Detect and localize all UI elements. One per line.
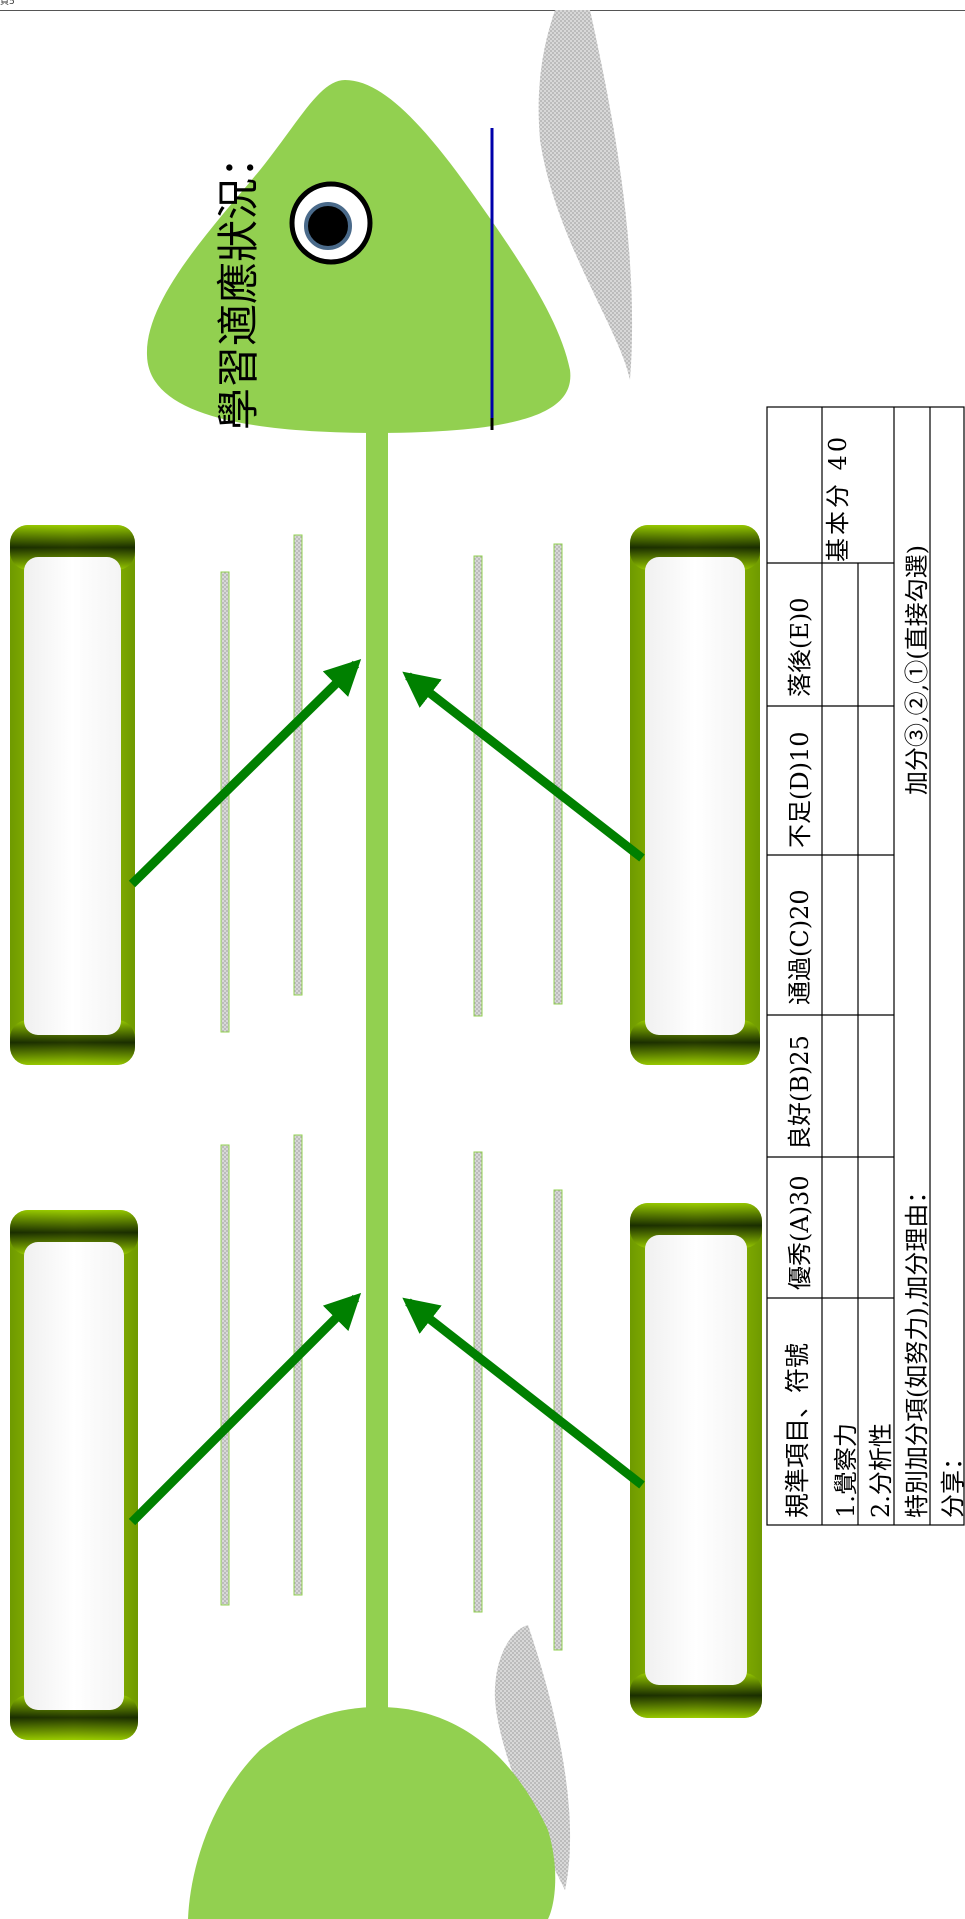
table-header-c: 通過(C)20 [780,889,815,1005]
rib-bar [554,544,562,1004]
share-label: 分享： [933,1446,965,1518]
cause-box-top-right [630,525,760,1065]
table-header-d: 不足(D)10 [780,731,815,848]
arrow [132,664,356,884]
fish-tail [188,1707,555,1919]
bonus-note: 加分③,②,①(直接勾選) [897,545,932,795]
table-header-base: 基本分 40 [818,434,853,562]
arrow [408,1302,642,1485]
cause-box-bottom-left [10,1210,138,1740]
table-header-criteria: 規準項目、符號 [778,1343,814,1518]
rib-bar [294,535,302,995]
table-header-a: 優秀(A)30 [780,1175,815,1290]
rib-bar [221,1145,229,1605]
arrow [408,676,642,858]
rib-bar [474,556,482,1016]
page-title: 學習適應狀況： [205,136,266,430]
row-label-awareness: 1.覺察力 [826,1423,861,1518]
arrow [132,1298,356,1522]
table-header-e: 落後(E)0 [780,597,815,697]
row-label-analysis: 2.分析性 [861,1423,896,1518]
rib-bar [474,1152,482,1612]
bonus-label: 特別加分項(如努力),加分理由： [897,1180,932,1518]
cause-box-top-left [10,525,135,1065]
table-header-b: 良好(B)25 [780,1035,815,1150]
cause-box-bottom-right [630,1203,762,1718]
spine [366,420,388,1720]
rib-bar [221,572,229,1032]
